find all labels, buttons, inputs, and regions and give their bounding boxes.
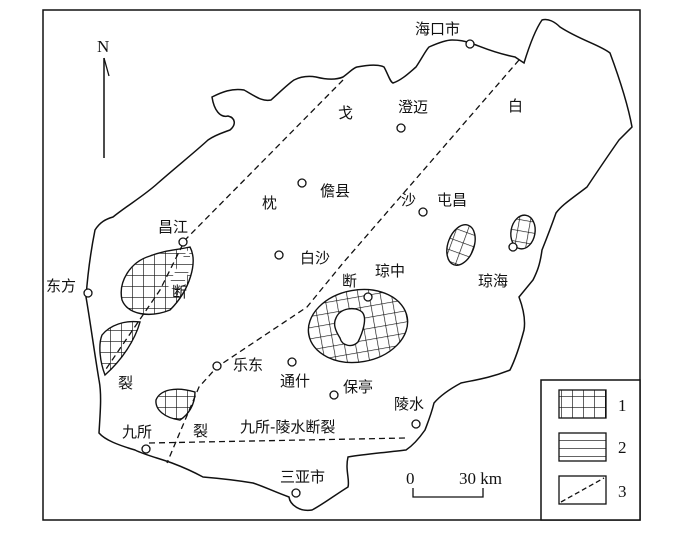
city-label-dongfang: 东方 — [46, 277, 76, 295]
map-frame — [42, 9, 641, 521]
city-label-sanya: 三亚市 — [280, 468, 325, 486]
north-arrow-icon — [103, 57, 110, 158]
fault-label-lie-east: 裂 — [193, 422, 208, 440]
city-marker-baisha — [274, 250, 284, 260]
legend-number-2: 2 — [618, 438, 627, 457]
city-label-baoting: 保亭 — [343, 378, 373, 396]
city-label-tunchang: 屯昌 — [437, 191, 467, 209]
city-label-chengmai: 澄迈 — [398, 98, 428, 116]
city-markers — [83, 39, 518, 498]
baisha-fault-line — [166, 59, 520, 464]
city-marker-sanya — [291, 488, 301, 498]
jiusuo-lingshui-fault-line — [148, 437, 407, 444]
city-marker-jiusuo — [141, 444, 151, 454]
zone-tunchang-east — [446, 224, 476, 266]
gezhen-fault-line — [103, 79, 344, 373]
city-label-haikou: 海口市 — [415, 20, 460, 38]
city-marker-ledong — [212, 361, 222, 371]
fault-lines — [103, 59, 520, 464]
city-label-tongshi: 通什 — [280, 372, 310, 390]
city-marker-lingshui — [411, 419, 421, 429]
fault-label-zhen: 枕 — [262, 194, 277, 212]
city-marker-baoting — [329, 390, 339, 400]
city-marker-tunchang — [418, 207, 428, 217]
city-label-changjiang: 昌江 — [158, 218, 188, 236]
coastline — [85, 18, 633, 512]
city-label-qiongzhong: 琼中 — [375, 262, 405, 280]
scale-distance: 30 km — [459, 469, 502, 488]
zone-changjiang-lines — [168, 250, 191, 292]
city-label-lingshui: 陵水 — [394, 395, 424, 413]
city-marker-tongshi — [287, 357, 297, 367]
city-marker-haikou — [465, 39, 475, 49]
legend-number-1: 1 — [618, 396, 627, 415]
city-marker-changjiang — [178, 237, 188, 247]
city-label-jiusuo: 九所 — [122, 423, 152, 441]
zone-changjiang — [120, 246, 194, 316]
fault-label-ge: 戈 — [338, 104, 353, 122]
scale-zero: 0 — [406, 469, 415, 488]
legend-dashed-line — [560, 477, 605, 503]
city-marker-qionghai — [508, 242, 518, 252]
fault-label-duan-west: 断 — [172, 283, 187, 301]
city-marker-chengmai — [396, 123, 406, 133]
legend-swatch-lines — [558, 432, 607, 462]
legend: 1 2 3 — [540, 379, 641, 521]
scale-bar — [412, 488, 484, 498]
zone-jiusuo — [155, 388, 196, 421]
legend-swatch-grid — [558, 389, 607, 419]
city-label-danxian: 儋县 — [320, 182, 350, 200]
city-label-baisha: 白沙 — [300, 249, 330, 267]
city-label-qionghai: 琼海 — [478, 272, 508, 290]
city-label-ledong: 乐东 — [233, 356, 263, 374]
fault-label-lie-west: 裂 — [118, 374, 133, 392]
zone-qionghai — [510, 214, 536, 250]
fault-label-jiusuo-lingshui: 九所-陵水断裂 — [240, 418, 335, 436]
fault-label-sha: 沙 — [401, 191, 416, 209]
city-marker-danxian — [297, 178, 307, 188]
fault-label-duan-east: 断 — [342, 272, 357, 290]
legend-number-3: 3 — [618, 482, 627, 501]
north-label: N — [97, 37, 109, 56]
fault-label-bai: 白 — [508, 97, 523, 115]
city-marker-dongfang — [83, 288, 93, 298]
city-marker-qiongzhong — [363, 292, 373, 302]
granite-zones — [99, 214, 536, 421]
zone-central-core — [333, 307, 366, 347]
